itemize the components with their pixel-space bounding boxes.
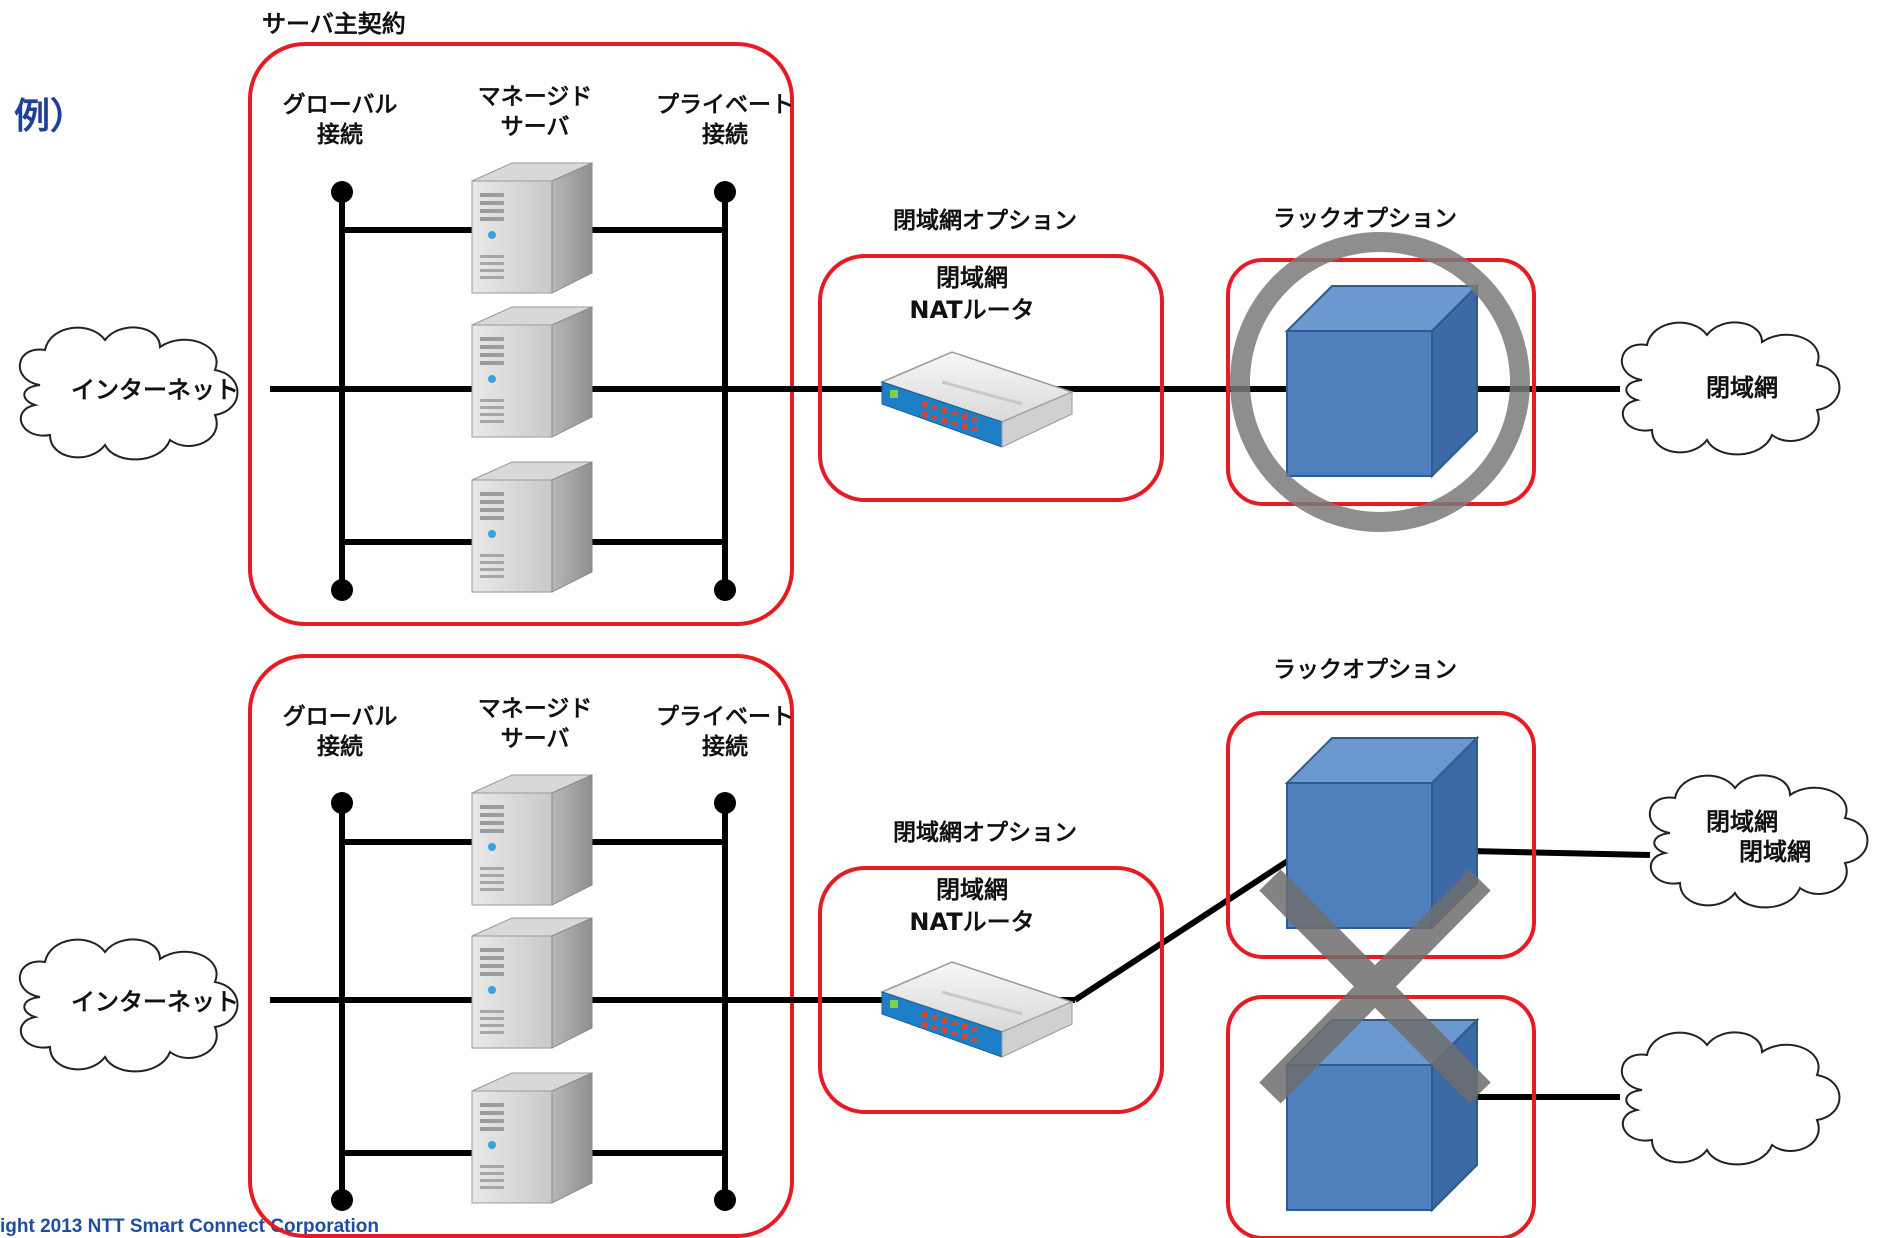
managed-server-icon — [471, 1072, 593, 1204]
managed-server-icon — [471, 306, 593, 438]
global-connection-label-2: 接続 — [317, 733, 363, 760]
global-connection-label-1: グローバル — [283, 703, 398, 730]
unlabeled-cloud — [1620, 1031, 1841, 1166]
managed-server-label-2: サーバ — [501, 114, 570, 140]
internet-label: インターネット — [71, 376, 239, 404]
server-contract-title: サーバ主契約 — [262, 10, 406, 38]
private-connection-label-2: 接続 — [702, 733, 748, 760]
global-connection-label-1: グローバル — [283, 91, 398, 118]
bus-endpoint — [331, 579, 353, 601]
bus-endpoint — [331, 792, 353, 814]
private-connection-label-2: 接続 — [702, 121, 748, 148]
managed-server-icon — [471, 774, 593, 906]
private-connection-label-1: プライベート — [656, 704, 794, 730]
router-label-2: NATルータ — [909, 296, 1034, 324]
server-contract-frame — [248, 42, 794, 626]
router-label-1: 閉域網 — [936, 876, 1008, 904]
bus-endpoint — [714, 181, 736, 203]
closed-network-label-2: 閉域網 — [1739, 838, 1811, 866]
closed-network-option-frame — [818, 254, 1164, 502]
copyright-text: ight 2013 NTT Smart Connect Corporation — [0, 1216, 379, 1237]
rack-cube-icon — [1286, 285, 1478, 477]
closed-network-label-1: 閉域網 — [1706, 808, 1778, 836]
nat-router-icon — [880, 960, 1074, 1059]
private-connection-label-1: プライベート — [656, 92, 794, 118]
closed-network-option-title: 閉域網オプション — [893, 819, 1077, 846]
managed-server-label-2: サーバ — [501, 726, 570, 752]
router-label-2: NATルータ — [909, 908, 1034, 936]
rack-option-title: ラックオプション — [1273, 206, 1457, 232]
bus-endpoint — [714, 1189, 736, 1211]
managed-server-icon — [471, 917, 593, 1049]
bus-endpoint — [714, 792, 736, 814]
router-label-1: 閉域網 — [936, 264, 1008, 292]
rack-option-frame — [1226, 711, 1536, 959]
closed-network-option-title: 閉域網オプション — [893, 207, 1077, 234]
rack-option-title: ラックオプション — [1273, 657, 1457, 683]
example-label: 例） — [14, 96, 86, 137]
closed-network-option-frame — [818, 866, 1164, 1114]
server-contract-frame — [248, 654, 794, 1238]
ng-cross-mark — [1259, 869, 1491, 1104]
managed-server-label-1: マネージド — [478, 696, 593, 722]
ok-circle-mark — [1230, 232, 1530, 532]
bus-endpoint — [714, 579, 736, 601]
closed-network-label: 閉域網 — [1706, 374, 1778, 402]
managed-server-icon — [471, 162, 593, 294]
bus-endpoint — [331, 181, 353, 203]
nat-router-icon — [880, 350, 1074, 449]
rack-option-frame — [1226, 258, 1536, 506]
managed-server-icon — [471, 461, 593, 593]
top-diagram: サーバ主契約 グローバル 接続 マネージド サーバ プライベート 接続 インター… — [18, 10, 1841, 626]
global-connection-label-2: 接続 — [317, 121, 363, 148]
bottom-diagram: グローバル 接続 マネージド サーバ プライベート 接続 インターネット 閉域網… — [18, 654, 1869, 1238]
internet-label: インターネット — [71, 988, 239, 1016]
managed-server-label-1: マネージド — [478, 84, 593, 110]
bus-endpoint — [331, 1189, 353, 1211]
